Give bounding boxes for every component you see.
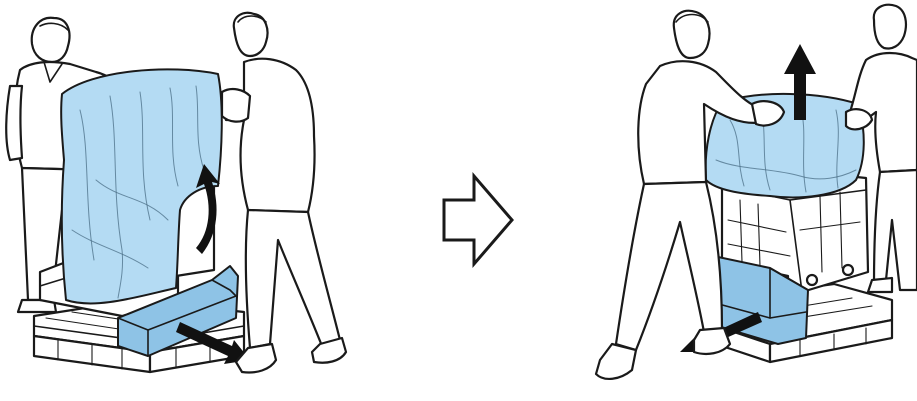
step-2-illustration	[596, 5, 917, 379]
next-step-arrow-icon	[444, 176, 512, 264]
step-1-illustration	[6, 13, 346, 373]
